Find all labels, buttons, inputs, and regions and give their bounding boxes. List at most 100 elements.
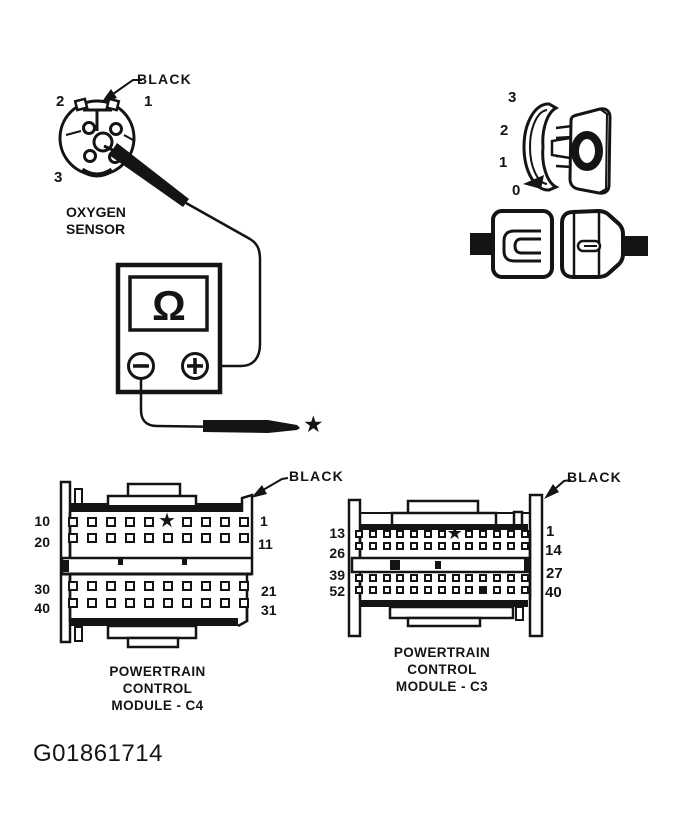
connector-pin — [182, 517, 192, 527]
connector-pin — [493, 574, 501, 582]
black-callout-arrow-c3 — [544, 479, 572, 499]
connector-pin — [182, 598, 192, 608]
c3-right-label-1: 1 — [546, 523, 555, 540]
oxygen-sensor-label: OXYGEN SENSOR — [66, 204, 126, 238]
c3-wire-color-label: BLACK — [567, 469, 622, 485]
connector-pin — [87, 581, 97, 591]
connector-pin — [87, 517, 97, 527]
connector-pin — [424, 574, 432, 582]
connector-pin — [493, 586, 501, 594]
connector-pin — [382, 574, 391, 582]
connector-pin — [520, 530, 529, 538]
connector-pin — [68, 581, 78, 591]
connector-pin — [355, 530, 363, 538]
connector-pin — [368, 530, 377, 538]
connector-pin — [410, 574, 419, 582]
connector-pin — [87, 533, 97, 543]
connector-pin — [410, 586, 419, 594]
c3-left-label-26: 26 — [329, 545, 345, 561]
connector-pin — [437, 530, 446, 538]
connector-pin — [479, 574, 488, 582]
connector-pin — [144, 598, 154, 608]
negative-terminal: − — [135, 355, 148, 377]
connector-pin — [368, 586, 377, 594]
wire-stub-left — [470, 233, 494, 255]
ohmmeter-display-symbol: Ω — [152, 282, 186, 329]
c3-right-label-40: 40 — [545, 584, 562, 601]
negative-test-lead-wire — [139, 379, 300, 433]
connector-pin — [451, 542, 460, 550]
connector-pin — [368, 574, 377, 582]
connector-pin — [410, 530, 419, 538]
connector-pin — [125, 598, 135, 608]
negative-probe — [203, 420, 300, 433]
connector-pin — [368, 542, 377, 550]
connector-pin — [465, 530, 474, 538]
rear-view-pos-2: 2 — [500, 122, 509, 139]
connector-pin — [355, 586, 363, 594]
connector-pin — [125, 517, 135, 527]
connector-pin — [144, 517, 154, 527]
connector-pin — [201, 517, 211, 527]
c3-title-line2: CONTROL — [407, 662, 477, 677]
connector-pin — [355, 574, 363, 582]
connector-pin — [451, 586, 460, 594]
connector-pin — [506, 542, 515, 550]
connector-pin — [239, 533, 249, 543]
connector-pin — [163, 581, 173, 591]
connector-pin — [506, 574, 515, 582]
plus-icon — [187, 358, 203, 374]
test-point-star: ★ — [158, 510, 176, 532]
connector-pin — [144, 533, 154, 543]
connector-pin — [106, 598, 116, 608]
terminal-glyphs — [133, 358, 203, 374]
c3-left-label-13: 13 — [329, 525, 345, 541]
connector-pin — [396, 530, 405, 538]
connector-pin — [437, 574, 446, 582]
connector-pin — [479, 530, 488, 538]
sensor-pin-3-label: 3 — [54, 169, 63, 186]
connector-pin — [396, 542, 405, 550]
positive-terminal: + — [189, 355, 202, 377]
c4-left-label-10: 10 — [34, 513, 50, 529]
connector-pin — [201, 581, 211, 591]
c4-right-label-21: 21 — [261, 583, 277, 599]
connector-pin — [239, 598, 249, 608]
connector-pin — [520, 574, 529, 582]
connector-pin — [493, 542, 501, 550]
c3-right-label-27: 27 — [546, 565, 563, 582]
c3-title-line3: MODULE - C3 — [395, 679, 489, 694]
connector-pin — [163, 533, 173, 543]
rear-view-pos-1: 1 — [499, 154, 508, 171]
pcm-c4-connector-outline — [59, 480, 254, 649]
connector-pin — [396, 574, 405, 582]
connector-pin — [382, 586, 391, 594]
connector-pin — [106, 517, 116, 527]
connector-pin — [220, 598, 230, 608]
connector-pin — [182, 581, 192, 591]
connector-pin — [437, 586, 446, 594]
connector-pin — [106, 581, 116, 591]
connector-pin — [239, 581, 249, 591]
connector-pin — [239, 517, 249, 527]
connector-pin — [220, 517, 230, 527]
pcm-c3-connector-outline — [347, 493, 544, 638]
connector-pin — [465, 542, 474, 550]
c3-left-label-52: 52 — [329, 583, 345, 599]
connector-pin — [451, 574, 460, 582]
black-callout-arrow-sensor — [101, 79, 142, 103]
connector-pin — [465, 574, 474, 582]
c4-right-label-1: 1 — [260, 513, 268, 529]
c4-wire-color-label: BLACK — [289, 468, 344, 484]
test-point-star: ★ — [303, 411, 324, 437]
c4-left-label-20: 20 — [34, 534, 50, 550]
connector-pin — [125, 533, 135, 543]
c4-right-label-11: 11 — [258, 536, 273, 552]
connector-pin — [424, 586, 432, 594]
connector-pin — [201, 598, 211, 608]
connector-pin — [87, 598, 97, 608]
connector-pin — [163, 598, 173, 608]
connector-pin — [125, 581, 135, 591]
connector-pin — [520, 586, 529, 594]
